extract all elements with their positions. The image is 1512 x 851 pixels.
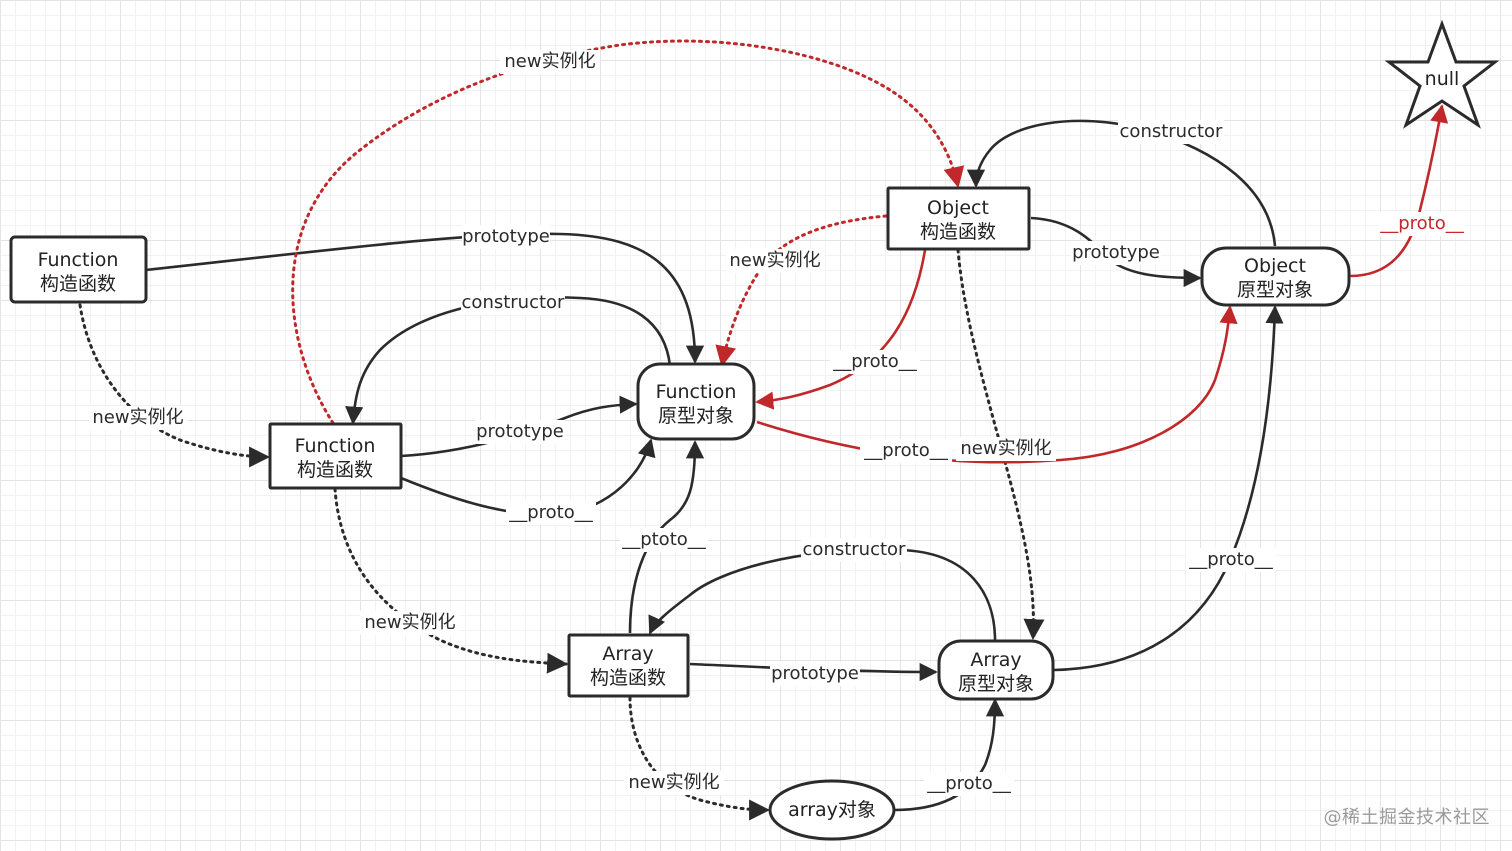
svg-text:Function: Function [38,249,119,271]
label-__proto-null: __proto__ [1379,213,1465,234]
edge-array-ptoto [628,440,705,634]
svg-text:构造函数: 构造函数 [40,273,116,295]
node-function-ctor-mid: Function 构造函数 [268,422,403,490]
svg-text:Object: Object [927,197,989,219]
svg-text:原型对象: 原型对象 [658,405,734,427]
edge-array-constructor [648,548,997,641]
label-constructor-obj: constructor [1120,121,1224,142]
svg-text:Array: Array [602,643,653,665]
edge-obj-new-arrproto [956,248,1045,641]
label-__ptoto-array: __ptoto__ [621,529,707,550]
svg-text:构造函数: 构造函数 [920,221,996,243]
edge-objproto-__proto-null [1349,104,1449,278]
edge-arrobj-__proto [893,698,1005,812]
edge-obj-new-fnproto [715,214,888,368]
svg-text:Function: Function [656,381,737,403]
label-constructor-fn: constructor [462,292,566,313]
edge-obj-ctor-__proto [755,249,927,410]
node-function-proto: Function 原型对象 [636,362,756,441]
label-new-fn-array: new实例化 [364,612,455,633]
label-__proto-arrproto: __proto__ [1188,549,1274,570]
svg-text:Function: Function [295,435,376,457]
node-null-star: null [1384,19,1500,129]
edge-fn-top-prototype [145,232,705,364]
node-function-ctor-top: Function 构造函数 [9,235,148,304]
label-constructor-array: constructor [803,539,907,560]
label-new-top: new实例化 [504,51,595,72]
svg-text:null: null [1425,68,1460,90]
label-prototype-fn-mid: prototype [476,421,564,442]
node-array-object: array对象 [768,779,896,841]
svg-text:原型对象: 原型对象 [958,673,1034,695]
label-prototype-array: prototype [771,663,859,684]
label-prototype-fn-top: prototype [462,226,550,247]
edge-fn-top-new [78,303,271,468]
edge-arrproto-__proto-objproto [1053,305,1284,672]
edge-labels: new实例化 prototype constructor new实例化 prot… [89,50,1466,796]
label-new-fn-left: new实例化 [92,407,183,428]
svg-text:Array: Array [970,649,1021,671]
node-object-ctor: Object 构造函数 [886,186,1031,251]
node-array-proto: Array 原型对象 [937,639,1055,701]
svg-text:array对象: array对象 [788,799,876,821]
label-new-array-obj: new实例化 [628,772,719,793]
label-__proto-fnproto: __proto__ [863,440,949,461]
label-new-obj-arrproto: new实例化 [960,438,1051,459]
label-__proto-arrobj: __proto__ [926,773,1012,794]
svg-text:原型对象: 原型对象 [1237,279,1313,301]
node-array-ctor: Array 构造函数 [567,633,690,698]
label-__proto-fn-mid: __proto__ [508,502,594,523]
edge-fn-mid-new-array [333,487,569,674]
svg-text:构造函数: 构造函数 [590,667,666,689]
svg-text:Object: Object [1244,255,1306,277]
label-new-obj-fnproto: new实例化 [729,250,820,271]
label-prototype-obj: prototype [1072,242,1160,263]
label-__proto-obj-ctor: __proto__ [832,351,918,372]
node-object-proto: Object 原型对象 [1200,246,1351,307]
edge-obj-constructor [966,119,1277,247]
watermark: @稀土掘金技术社区 [1323,807,1490,828]
edge-array-new-obj [628,696,771,821]
svg-text:构造函数: 构造函数 [297,459,373,481]
